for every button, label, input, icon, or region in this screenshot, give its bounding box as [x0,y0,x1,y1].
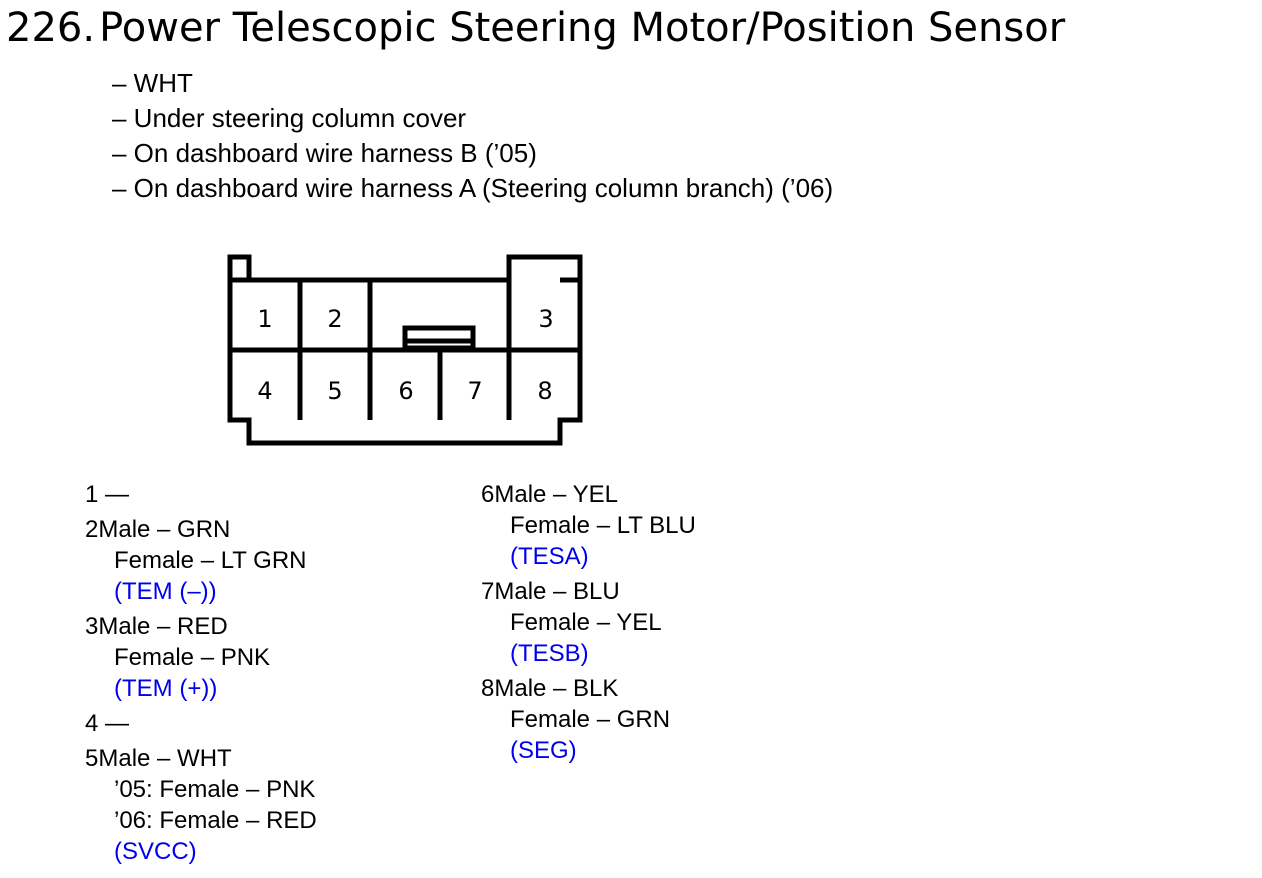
cavity-label-3: 3 [538,305,553,333]
info-color: – WHT [112,68,193,98]
pin-list-left: 1 — 2Male – GRN Female – LT GRN (TEM (–)… [85,479,317,871]
pin-6-head: 6Male – YEL [481,481,618,508]
locking-tab [402,325,476,351]
connector-number: 226. [6,5,96,51]
page-title: 226.Power Telescopic Steering Motor/Posi… [6,2,1065,54]
pin-3-head: 3Male – RED [85,613,228,640]
pin-entry-4: 4 — [85,708,317,739]
cavity-label-1: 1 [257,305,272,333]
info-harness-05: – On dashboard wire harness B (’05) [112,138,537,168]
pin-entry-7: 7Male – BLU Female – YEL (TESB) [481,576,696,669]
pin-7-head: 7Male – BLU [481,578,620,605]
pin-6-signal: (TESA) [510,543,589,570]
cavity-label-4: 4 [257,377,272,405]
cavity-label-7: 7 [467,377,482,405]
pin-entry-6: 6Male – YEL Female – LT BLU (TESA) [481,479,696,572]
cavity-label-5: 5 [327,377,342,405]
pin-8-signal: (SEG) [510,737,577,764]
pin-6-female: Female – LT BLU [510,512,696,539]
pin-5-female-06: ’06: Female – RED [114,807,317,834]
connector-face-diagram: 1 2 3 4 5 6 7 8 [227,254,583,446]
pin-list-right: 6Male – YEL Female – LT BLU (TESA) 7Male… [481,479,696,770]
pin-5-female-05: ’05: Female – PNK [114,776,316,803]
pin-7-female: Female – YEL [510,609,662,636]
connector-info-list: – WHT – Under steering column cover – On… [112,66,833,206]
pin-3-signal: (TEM (+)) [114,675,218,702]
pin-5-signal: (SVCC) [114,838,197,865]
cavity-label-2: 2 [327,305,342,333]
pin-1-head: 1 — [85,481,130,508]
pin-3-female: Female – PNK [114,644,271,671]
pin-entry-5: 5Male – WHT ’05: Female – PNK ’06: Femal… [85,743,317,867]
pin-entry-3: 3Male – RED Female – PNK (TEM (+)) [85,611,317,704]
cavity-label-8: 8 [537,377,552,405]
pin-2-head: 2Male – GRN [85,516,231,543]
pin-5-head: 5Male – WHT [85,745,232,772]
info-location: – Under steering column cover [112,103,467,133]
pin-entry-2: 2Male – GRN Female – LT GRN (TEM (–)) [85,514,317,607]
pin-entry-8: 8Male – BLK Female – GRN (SEG) [481,673,696,766]
pin-2-female: Female – LT GRN [114,547,307,574]
pin-8-female: Female – GRN [510,706,671,733]
pin-entry-1: 1 — [85,479,317,510]
pin-2-signal: (TEM (–)) [114,578,217,605]
pin-7-signal: (TESB) [510,640,589,667]
connector-name: Power Telescopic Steering Motor/Position… [99,5,1066,51]
info-harness-06: – On dashboard wire harness A (Steering … [112,173,834,203]
pin-4-head: 4 — [85,710,130,737]
cavity-label-6: 6 [398,377,413,405]
pin-8-head: 8Male – BLK [481,675,619,702]
